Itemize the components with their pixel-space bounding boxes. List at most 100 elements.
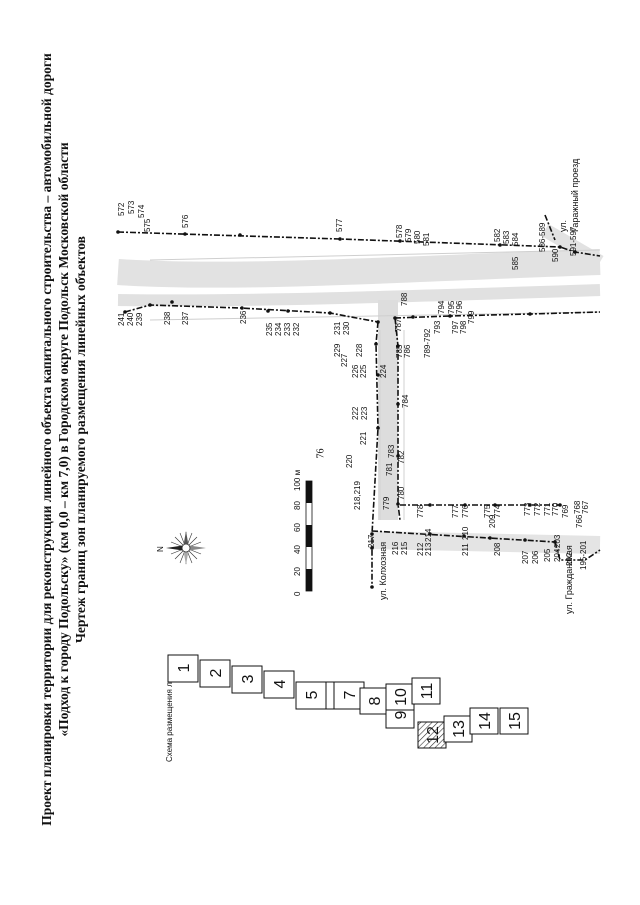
point-label: 782 [397,450,406,464]
compass-rose: N [156,531,206,565]
point-label: 226 [351,364,360,378]
boundary-street-east [394,317,401,521]
svg-text:12: 12 [425,726,442,744]
point-label: 208 [493,542,502,556]
point-label: 195-201 [579,540,588,570]
point-label: 580 [413,230,422,244]
scale-tick: 40 [293,545,302,554]
svg-text:1: 1 [176,663,193,672]
svg-text:13: 13 [451,720,468,738]
point-label: 212 [416,542,425,556]
sheet-12-current: 12 [417,721,447,749]
point-label: 771 [543,502,552,516]
sheet-13: 13 [443,715,473,743]
point-label: 575 [143,218,152,232]
point-label: 776 [461,504,470,518]
sheet-14: 14 [469,707,499,735]
boundary-north-spur [544,214,556,241]
svg-text:9: 9 [393,710,410,719]
sheet-11: 11 [411,677,441,705]
point-label: 795 [447,300,456,314]
point-label: 581 [422,232,431,246]
point-label: 789-792 [423,328,432,358]
point-label: 227 [340,353,349,367]
scale-tick: 80 [293,501,302,510]
point-label: 224 [379,364,388,378]
point-label: 772 [533,502,542,516]
svg-text:15: 15 [507,712,524,730]
point-label: 214 [424,528,433,542]
scale-bar: 0 20 40 60 80 100 м [293,470,313,596]
sheet-3: 3 [231,665,263,694]
point-label: 786 [403,344,412,358]
point-label: 216 [391,541,400,555]
point-label: 576 [181,214,190,228]
point-label: 222 [351,406,360,420]
scheme-label: Схема размещения листов [165,661,174,762]
svg-text:5: 5 [304,690,321,699]
point-label: 773 [523,502,532,516]
scale-tick: 60 [293,523,302,532]
sheet-7: 7 [333,681,365,710]
sheet-15: 15 [499,707,529,735]
point-label: 209 [488,514,497,528]
svg-text:2: 2 [208,668,225,677]
point-label: 783 [387,444,396,458]
point-label: 231 [333,321,342,335]
point-label: 223 [360,406,369,420]
svg-text:11: 11 [419,683,436,700]
point-label: 590 [551,248,560,262]
point-label: 572 [117,202,126,216]
point-label: 204 [553,548,562,562]
scale-tick: 20 [293,567,302,576]
point-label: 577 [335,218,344,232]
street-label-garage: Гаражный проезд [570,158,580,232]
terrain-underlay [117,223,604,554]
boundary-lower-left [124,304,379,323]
point-label: 788 [400,292,409,306]
point-label: 578 [395,224,404,238]
sheet-1: 1 [167,654,199,683]
point-label: 583 [502,230,511,244]
point-labels: 572 573 574 575 576 577 578 579 580 581 … [117,200,590,570]
boundary-vertices [116,230,577,589]
point-label: 780 [397,486,406,500]
point-label: 236 [239,310,248,324]
point-label: 793 [433,320,442,334]
boundary-street-west [371,321,379,587]
point-label: 225 [359,364,368,378]
point-label: 233 [283,322,292,336]
point-label: 220 [345,454,354,468]
sheet-8: 8 [359,687,389,715]
point-label: 768 [573,500,582,514]
point-label: 206 [531,550,540,564]
point-label: 784 [401,394,410,408]
point-label: 584 [511,232,520,246]
point-label: 217 [367,534,376,548]
street-label-grazhdanskaya: ул. Гражданская [564,545,574,614]
svg-text:4: 4 [272,679,289,688]
point-label: 586-589 [538,222,547,252]
street-label-kolkhoznaya: ул. Колхозная [378,542,388,600]
point-label: 230 [342,321,351,335]
point-label: 228 [355,343,364,357]
point-label: 213 [424,542,433,556]
point-label: 770 [551,502,560,516]
point-label: 210 [461,526,470,540]
point-label: 238 [163,311,172,325]
sheet-4: 4 [263,670,295,699]
point-label: 240 [126,312,135,326]
sheet-10: 10 [385,683,415,711]
point-label: 218,219 [353,481,362,510]
point-label: 766 [575,514,584,528]
sheet-layout-scheme: Схема размещения листов 1 2 3 4 5 [165,654,529,762]
compass-north-label: N [156,546,165,552]
point-label: 234 [274,322,283,336]
street-labels: ул. Колхозная ул. Гражданская ул. Гаражн… [378,158,580,614]
point-label: 229 [333,343,342,357]
point-label: 774 [493,504,502,518]
point-label: 241 [117,312,126,326]
point-label: 582 [493,228,502,242]
point-label: 779 [382,496,391,510]
